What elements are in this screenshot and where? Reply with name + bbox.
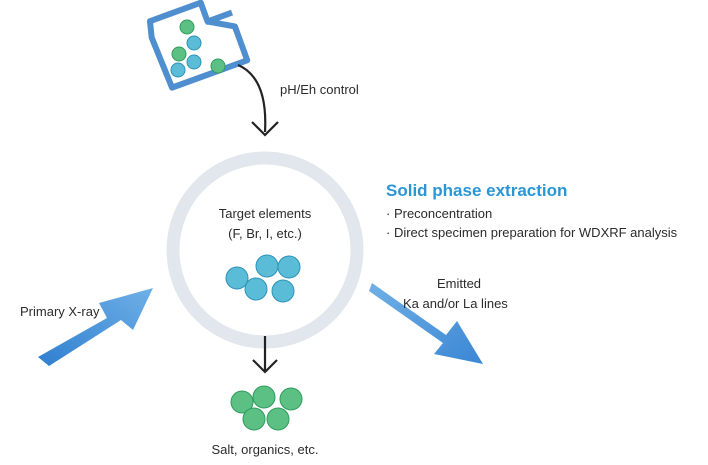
residue-particle <box>266 407 290 431</box>
target-particle <box>225 266 249 290</box>
residue-particle <box>279 387 303 411</box>
flask-particle <box>170 62 186 78</box>
emitted-arrow-icon <box>369 283 483 364</box>
residue-particle <box>230 390 254 414</box>
flask-particle <box>210 58 226 74</box>
flask-particle <box>186 35 202 51</box>
spe-bullet-1: · Preconcentration <box>386 206 493 221</box>
target-ring <box>166 151 364 349</box>
target-particle <box>277 255 301 279</box>
flask-particle <box>171 46 187 62</box>
flask-particles <box>170 19 226 78</box>
down-arrow-head-icon <box>252 359 278 374</box>
flask-particle <box>179 19 195 35</box>
flask-label: pH/Eh control <box>280 82 359 97</box>
spe-bullet-2: · Direct specimen preparation for WDXRF … <box>386 225 678 240</box>
target-particle <box>255 254 279 278</box>
primary-xray-arrow-icon <box>38 288 153 366</box>
curved-arrow-head-icon <box>251 121 279 137</box>
circle-label-line2: (F, Br, I, etc.) <box>228 226 302 241</box>
primary-xray-label: Primary X-ray <box>20 304 100 319</box>
residue-label: Salt, organics, etc. <box>211 442 319 457</box>
circle-label-line1: Target elements <box>218 206 312 221</box>
residue-particle <box>242 407 266 431</box>
emitted-label-line1: Emitted <box>436 276 482 291</box>
target-particle <box>244 277 268 301</box>
residue-particles <box>230 385 303 431</box>
flask-particle <box>186 54 202 70</box>
target-particle <box>271 279 295 303</box>
curved-arrow-icon <box>237 63 267 133</box>
spe-title: Solid phase extraction <box>386 181 568 200</box>
target-particles <box>225 254 301 303</box>
residue-particle <box>252 385 276 409</box>
emitted-label-line2: Ka and/or La lines <box>403 296 508 311</box>
